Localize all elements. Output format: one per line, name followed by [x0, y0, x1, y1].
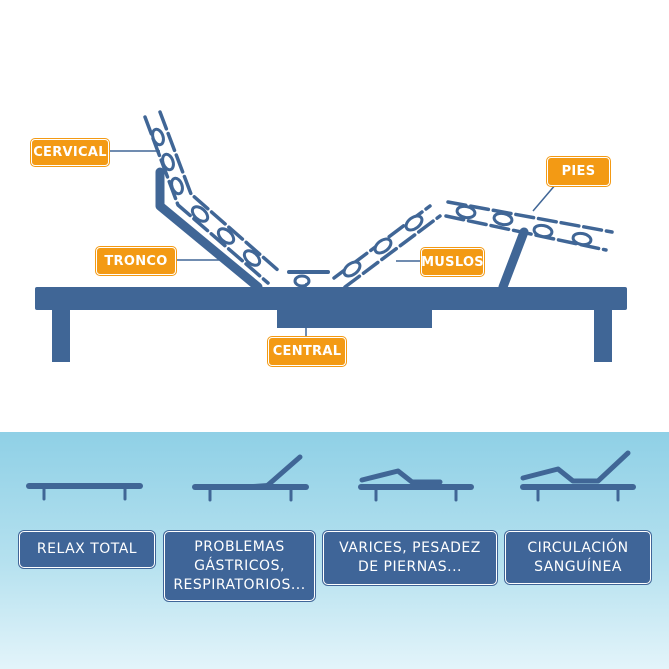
- bed-leg-left: [52, 300, 70, 362]
- label-cervical: CERVICAL: [31, 139, 109, 166]
- bed-leg-right: [594, 300, 612, 362]
- label-central: CENTRAL: [268, 337, 346, 366]
- label-pies: PIES: [547, 157, 610, 186]
- benefit-problemas-gastricos: PROBLEMAS GÁSTRICOS, RESPIRATORIOS...: [164, 531, 315, 601]
- benefit-relax-total: RELAX TOTAL: [19, 531, 155, 568]
- label-tronco: TRONCO: [96, 247, 176, 275]
- leg-support-post: [498, 227, 529, 292]
- benefit-circulacion: CIRCULACIÓN SANGUÍNEA: [505, 531, 651, 584]
- back-support-arm: [155, 167, 263, 292]
- bed-frame: [35, 287, 627, 310]
- articulated-bed-illustration: [35, 110, 627, 362]
- benefit-varices: VARICES, PESADEZ DE PIERNAS...: [323, 531, 497, 585]
- label-muslos: MUSLOS: [421, 248, 484, 276]
